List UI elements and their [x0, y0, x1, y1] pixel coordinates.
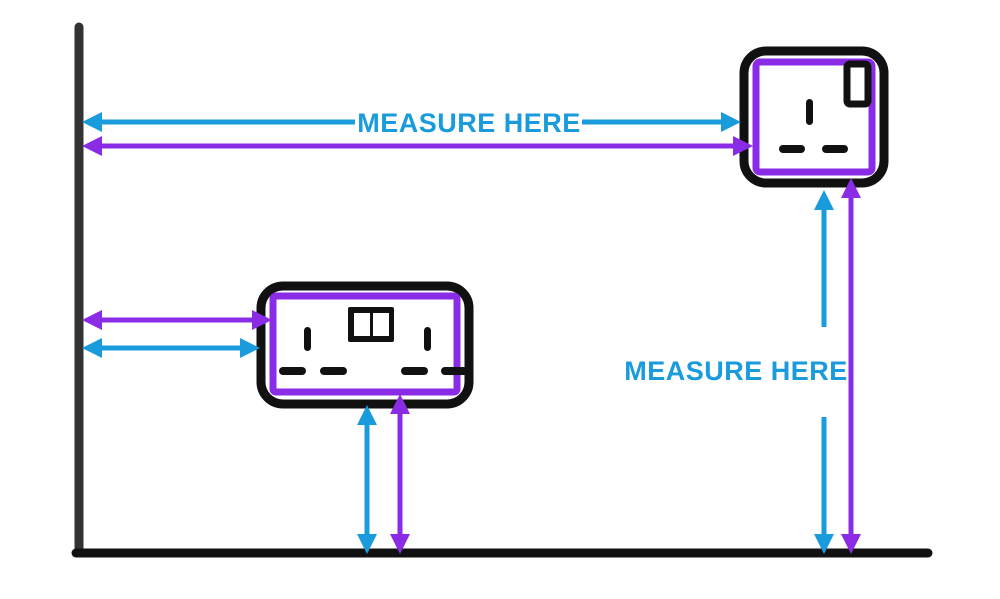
vertical-arrow-blue-single-outer [814, 190, 834, 554]
vertical-measure-label: MEASURE HERE [624, 356, 848, 386]
single-socket-inner-frame [752, 58, 876, 176]
rocker-switch-right-panel[interactable] [373, 313, 389, 336]
rocker-switch-left-panel[interactable] [354, 313, 370, 336]
earth-pin-slot [806, 99, 813, 125]
rocker-switch-single[interactable] [843, 60, 872, 108]
single-socket[interactable] [739, 46, 889, 188]
earth-pin-slot-right [424, 327, 431, 351]
neutral-pin-slot-right [441, 367, 468, 375]
vertical-arrow-purple-double-inner [390, 394, 410, 554]
live-pin-slot-left [279, 367, 306, 375]
horizontal-arrow-purple-double-inner [82, 310, 272, 330]
neutral-pin-slot [822, 145, 848, 153]
live-pin-slot [779, 145, 805, 153]
double-socket[interactable] [256, 281, 474, 409]
horizontal-arrow-blue-outer [82, 112, 741, 132]
horizontal-arrow-blue-double-outer [82, 338, 260, 358]
rocker-switch-double[interactable] [348, 307, 394, 342]
vertical-arrow-purple-single-inner [841, 178, 861, 554]
earth-pin-slot-left [304, 327, 311, 351]
neutral-pin-slot-left [320, 367, 347, 375]
horizontal-measure-label: MEASURE HERE [357, 108, 581, 138]
live-pin-slot-right [401, 367, 428, 375]
horizontal-arrow-purple-inner [82, 136, 753, 156]
vertical-arrow-blue-double-outer [357, 405, 377, 554]
